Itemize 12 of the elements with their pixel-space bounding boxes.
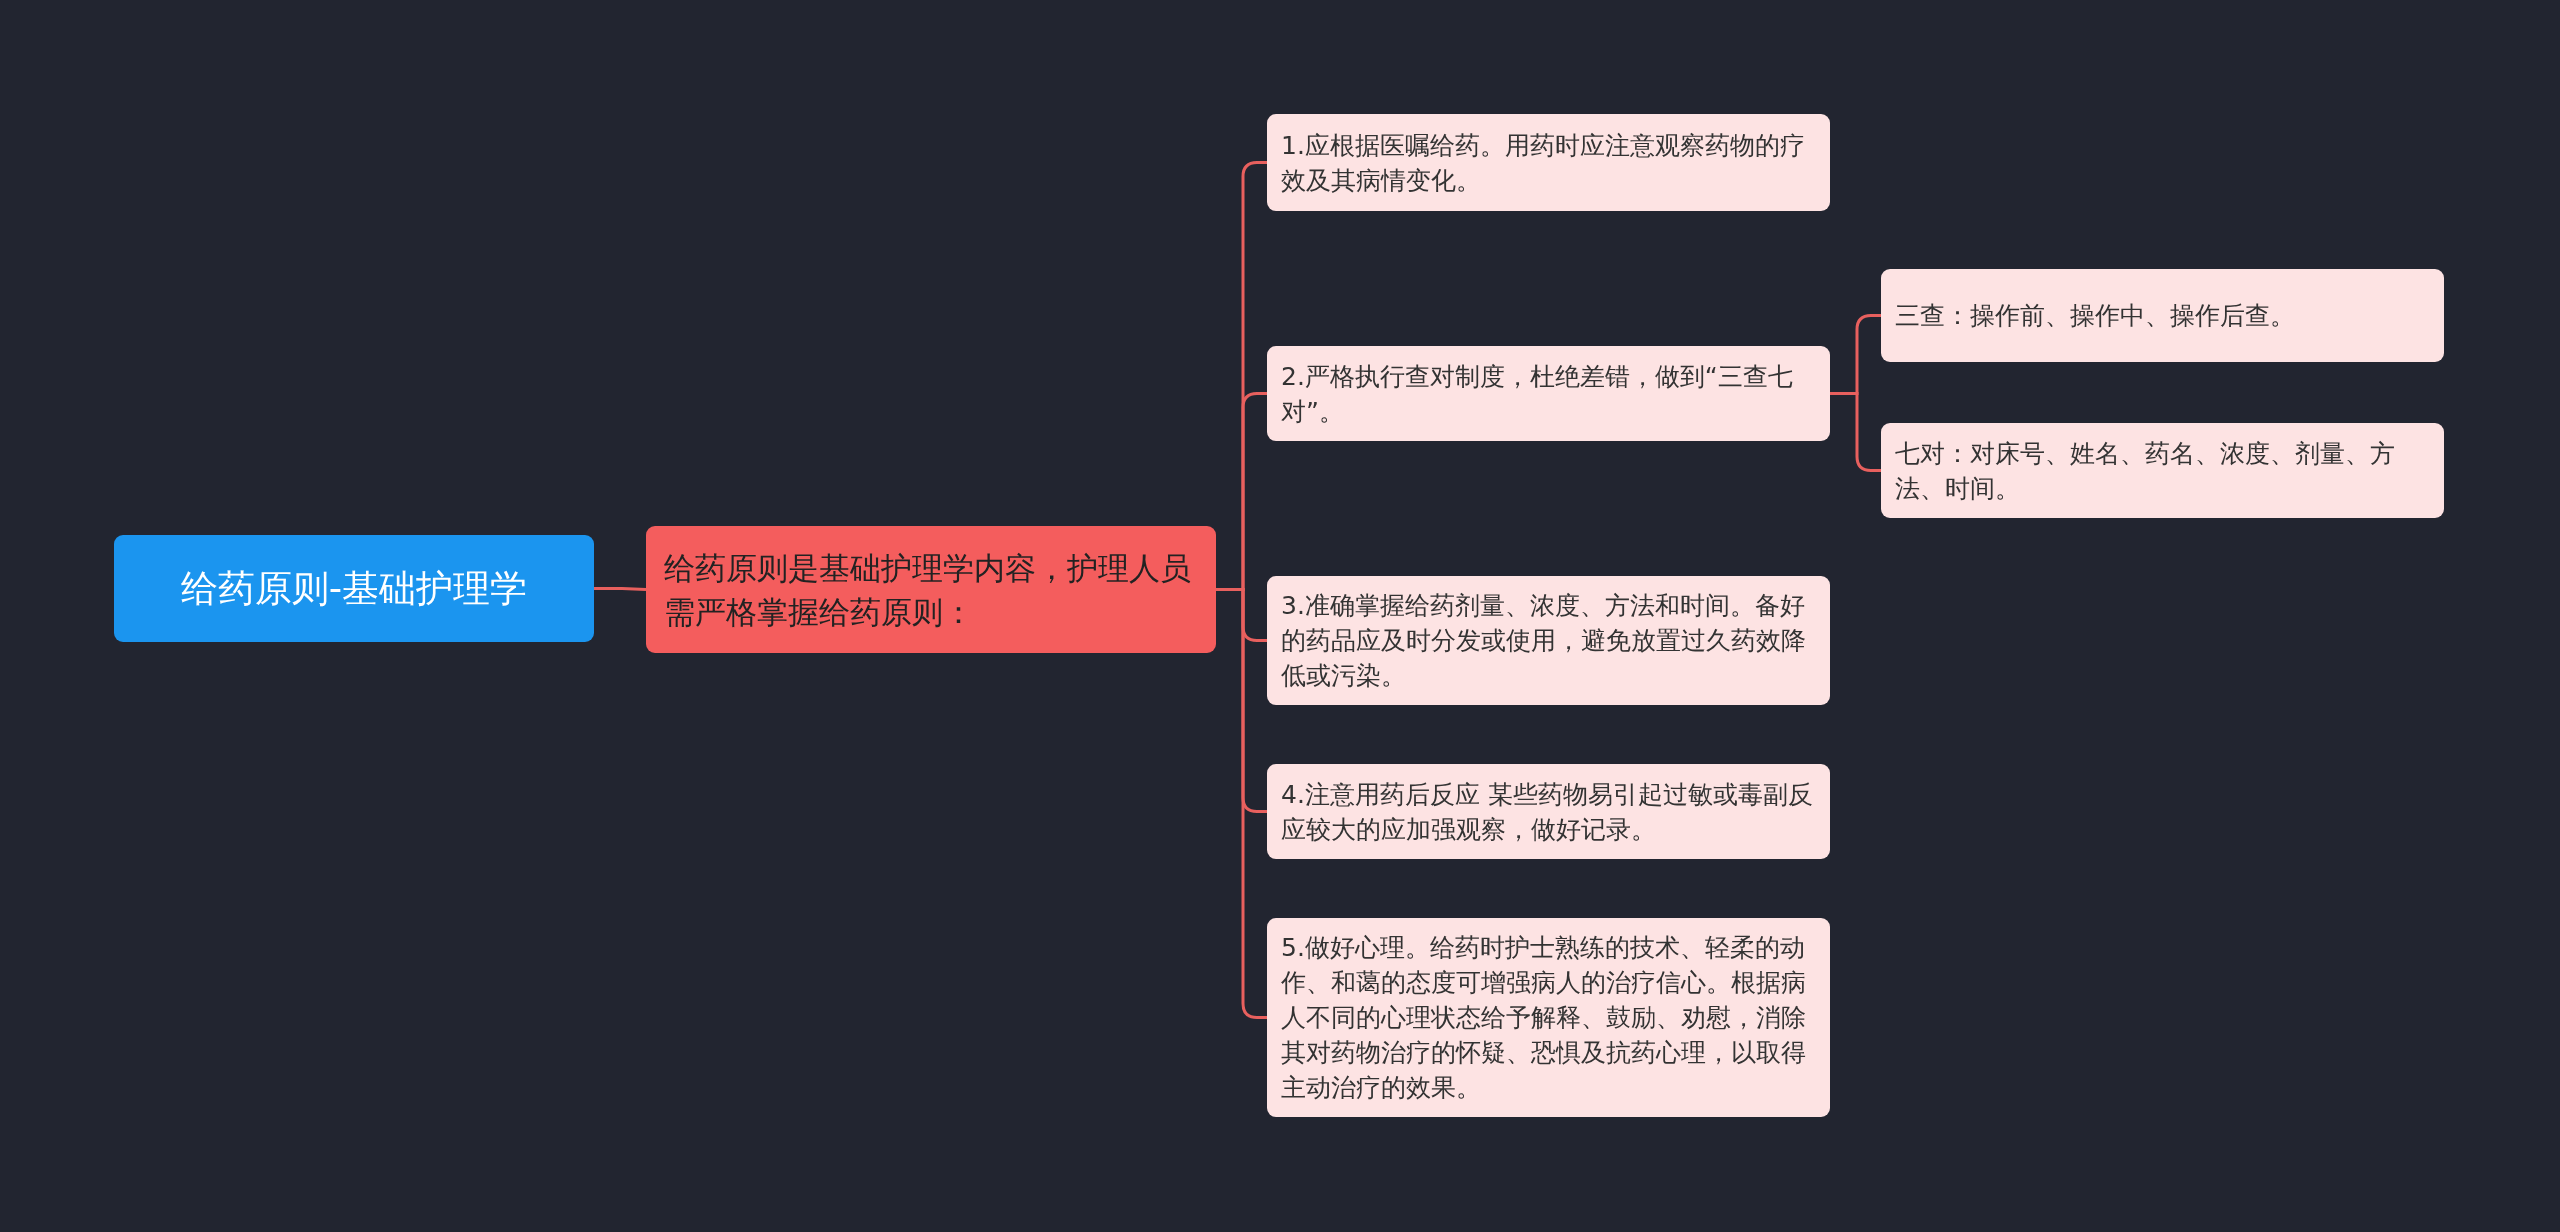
- branch-box: 3.准确掌握给药剂量、浓度、方法和时间。备好的药品应及时分发或使用，避免放置过久药效降低或污染。: [1267, 576, 1830, 705]
- connector-line: [1830, 392, 1881, 472]
- branch-box: 三查：操作前、操作中、操作后查。: [1881, 269, 2444, 362]
- topic-box: 给药原则是基础护理学内容，护理人员需严格掌握给药原则：: [646, 526, 1216, 653]
- branch-box: 4.注意用药后反应 某些药物易引起过敏或毒副反应较大的应加强观察，做好记录。: [1267, 764, 1830, 859]
- connector-line: [1216, 588, 1267, 1019]
- root-box: 给药原则-基础护理学: [114, 535, 594, 642]
- connector-line: [594, 587, 647, 591]
- branch-box: 七对：对床号、姓名、药名、浓度、剂量、方法、时间。: [1881, 423, 2444, 518]
- branch-box: 5.做好心理。给药时护士熟练的技术、轻柔的动作、和蔼的态度可增强病人的治疗信心。根据病人不同的心理状态给予解释、鼓励、劝慰，消除其对药物治疗的怀疑、恐惧及抗药心理，以取得主动治疗的效果。: [1267, 918, 1830, 1117]
- branch-box: 2.严格执行查对制度，杜绝差错，做到“三查七对”。: [1267, 346, 1830, 441]
- branch-box: 1.应根据医嘱给药。用药时应注意观察药物的疗效及其病情变化。: [1267, 114, 1830, 211]
